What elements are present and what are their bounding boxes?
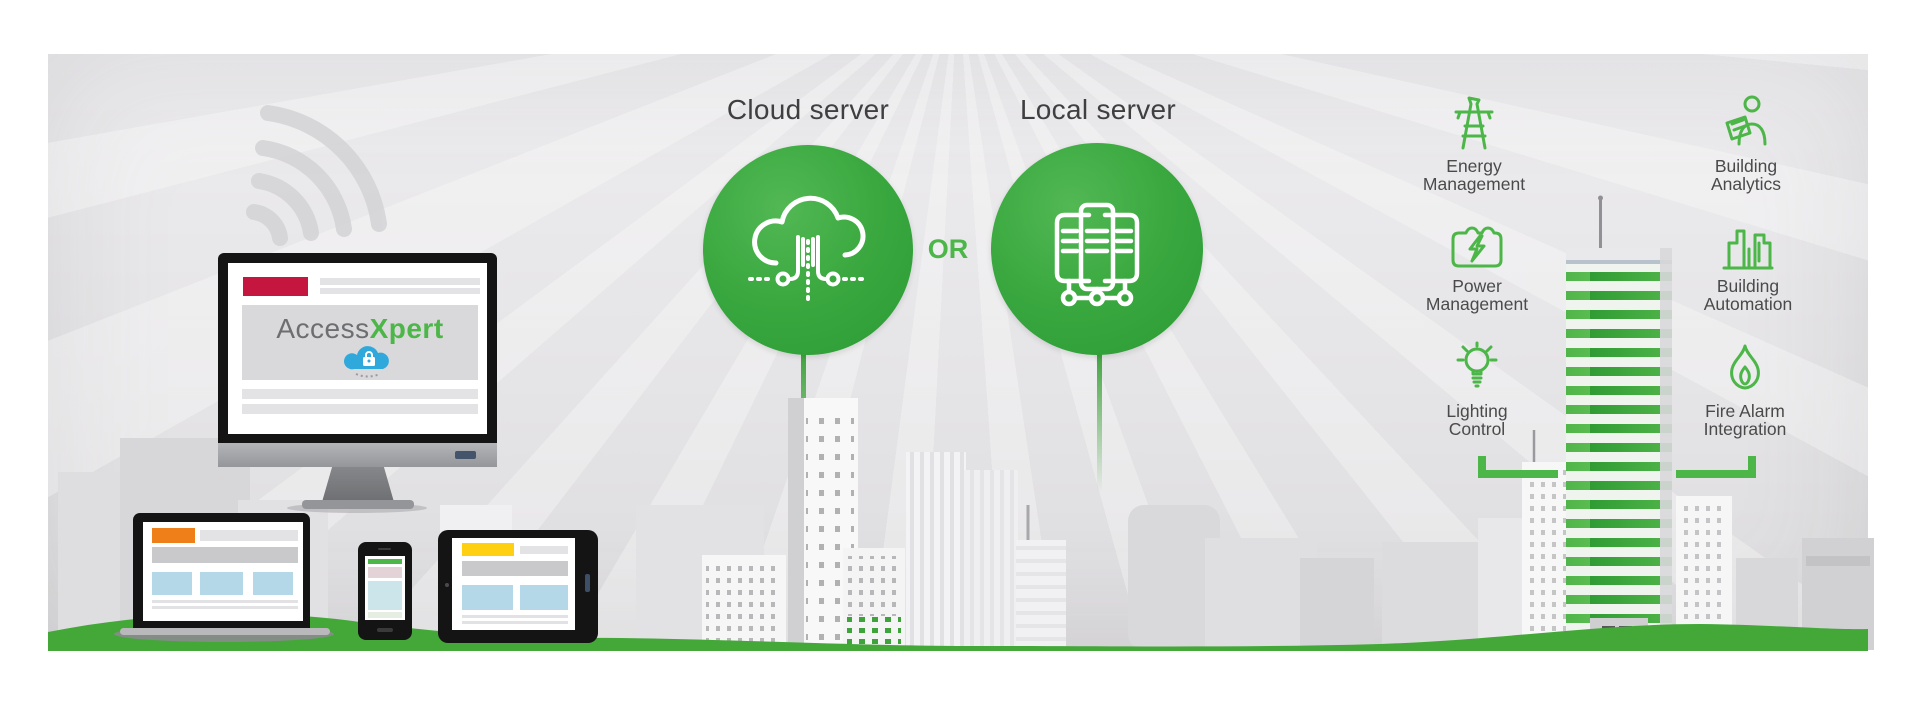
feature-label-power-management: Power Management [1397,277,1557,313]
brand-part-access: Access [276,313,370,344]
local-server-stem [1097,352,1102,492]
header-block-yellow [462,543,514,556]
feature-line: Power [1452,276,1502,296]
header-bar [320,278,480,285]
phone-speaker [378,548,391,550]
feature-line: Building [1714,156,1778,176]
content-block-blue [253,572,293,595]
wifi-icon [246,105,387,246]
header-bar [520,546,568,554]
lightbulb-icon [1456,341,1498,388]
tablet-camera [445,583,449,587]
cloud-circuit-icon [748,195,868,305]
content-line [462,621,568,624]
feature-label-building-automation: Building Automation [1668,277,1828,313]
tablet-screen [452,538,575,630]
green-tower [1566,195,1672,650]
content-band-pink [368,567,402,578]
feature-line: Analytics [1710,174,1782,194]
header-bar [320,288,480,294]
or-label: OR [927,234,969,264]
feature-line: Building [1716,276,1780,296]
content-bar [242,404,478,414]
content-line [152,606,298,609]
right-bracket-horizontal [1676,470,1756,478]
monitor-stand-neck [322,467,394,502]
analyst-person-icon [1725,95,1767,146]
left-bracket-vertical [1478,456,1486,478]
feature-label-fire-alarm-integration: Fire Alarm Integration [1665,402,1825,438]
feature-label-building-analytics: Building Analytics [1666,157,1826,193]
feature-line: Integration [1703,419,1787,439]
local-server-heading: Local server [1019,94,1177,125]
feature-line: Fire Alarm [1705,401,1785,421]
feature-line: Energy [1446,156,1502,176]
content-bar [242,389,478,399]
content-strip [368,612,402,618]
brand-panel: AccessXpert [242,305,478,380]
cloud-server-heading: Cloud server [726,94,890,125]
laptop-base [120,628,330,635]
content-band [152,547,298,563]
transmission-tower-icon [1454,96,1494,150]
right-bracket-vertical [1748,456,1756,478]
brand-part-xpert: Xpert [369,313,444,344]
header-block-red [243,277,308,296]
content-block-blue [152,572,192,595]
monitor-logo-mark [455,451,476,459]
cloud-lock-icon [344,346,389,378]
phone-home-button [377,628,393,632]
feature-label-lighting-control: Lighting Control [1397,402,1557,438]
monitor-screen: AccessXpert [228,263,487,434]
feature-line: Management [1425,294,1529,314]
content-line [152,600,298,603]
phone-screen [365,556,405,620]
buildings-outline-icon [1722,229,1774,270]
monitor-chin [218,443,497,467]
cloud-server-circle [703,145,913,355]
feature-line: Lighting [1446,401,1508,421]
feature-label-energy-management: Energy Management [1394,157,1554,193]
laptop-screen [143,522,303,621]
left-bracket-horizontal [1478,470,1558,478]
flame-icon [1730,344,1760,390]
content-block-blue [368,581,402,610]
server-network-icon [1054,202,1140,307]
content-line [462,615,568,618]
content-band [462,561,568,576]
feature-line: Management [1422,174,1526,194]
content-block-blue [462,585,513,610]
feature-line: Control [1448,419,1506,439]
content-block-blue [520,585,568,610]
header-block-orange [152,528,195,543]
content-block-blue [200,572,243,595]
header-block-green [368,559,402,564]
header-bar [200,530,298,541]
feature-line: Automation [1703,294,1793,314]
brand-wordmark: AccessXpert [242,313,478,345]
tablet-home-button [585,574,590,592]
monitor-stand-base [302,500,414,509]
power-meter-icon [1451,226,1503,268]
local-server-circle [991,143,1203,355]
